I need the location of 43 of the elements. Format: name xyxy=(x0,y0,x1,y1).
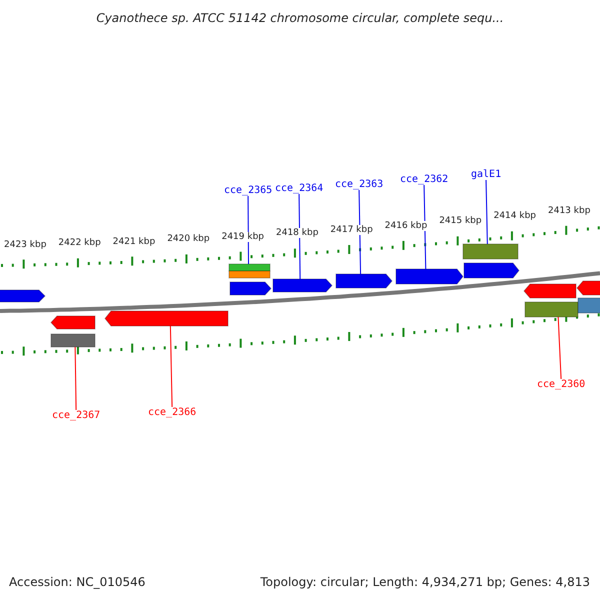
leader-line xyxy=(424,184,426,270)
leader-line xyxy=(74,346,77,410)
gene-feature xyxy=(228,264,270,272)
gene-feature-strand xyxy=(230,282,272,296)
gene-feature-strand xyxy=(272,278,333,292)
gene-feature xyxy=(228,270,270,278)
leader-line xyxy=(358,190,362,274)
gene-feature-strand xyxy=(336,274,393,288)
gene-label: galE1 xyxy=(471,169,502,180)
gene-feature xyxy=(578,298,600,314)
gene-feature-strand xyxy=(576,280,600,296)
scale-label: 2416 kbp xyxy=(384,220,428,231)
gene-label: cce_2366 xyxy=(148,407,196,418)
gene-feature-strand xyxy=(104,310,228,326)
leader-line xyxy=(298,194,301,280)
gene-label: cce_2360 xyxy=(537,379,586,390)
scale-label: 2414 kbp xyxy=(494,211,536,222)
scale-label: 2413 kbp xyxy=(548,206,590,216)
gene-feature-strand xyxy=(464,262,520,278)
summary-text: Topology: circular; Length: 4,934,271 bp; Genes: 4,813 xyxy=(260,575,590,589)
scale-label: 2419 kbp xyxy=(222,232,264,242)
scale-label: 2421 kbp xyxy=(112,236,156,247)
gene-feature xyxy=(50,334,96,348)
gene-feature-strand xyxy=(0,290,46,302)
scale-label: 2418 kbp xyxy=(276,228,318,238)
scale-label: 2422 kbp xyxy=(58,238,101,248)
gene-label: cce_2364 xyxy=(275,183,324,194)
scale-label: 2415 kbp xyxy=(439,216,482,226)
scale-label: 2417 kbp xyxy=(330,224,373,235)
title: Cyanothece sp. ATCC 51142 chromosome circular, complete sequ... xyxy=(95,11,505,25)
gene-feature xyxy=(524,302,578,318)
gene-feature-strand xyxy=(50,316,96,330)
scale-label: 2423 kbp xyxy=(4,240,46,250)
gene-feature xyxy=(462,244,518,260)
gene-label: cce_2367 xyxy=(52,410,100,421)
gene-label: cce_2363 xyxy=(335,179,384,190)
gene-label: cce_2362 xyxy=(400,174,448,185)
gene-feature-strand xyxy=(396,268,464,284)
leader-line xyxy=(558,316,562,380)
leader-line xyxy=(170,326,173,408)
accession-text: Accession: NC_010546 xyxy=(9,575,146,589)
scale-label: 2420 kbp xyxy=(167,234,210,244)
gene-label: cce_2365 xyxy=(224,185,272,196)
